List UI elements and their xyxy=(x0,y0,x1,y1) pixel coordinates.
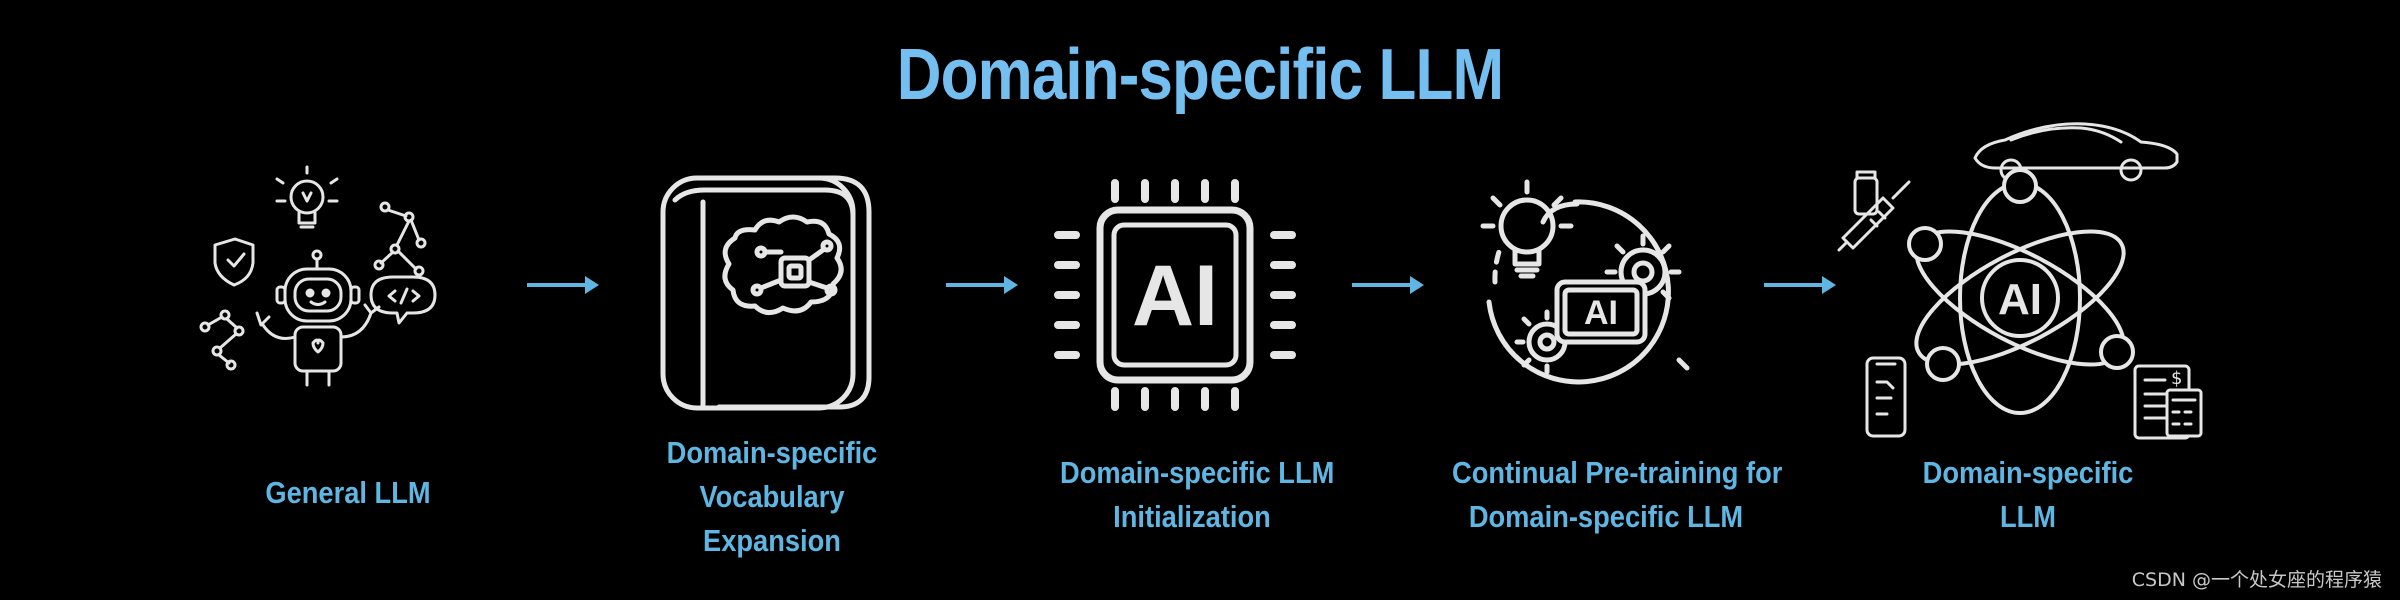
step-label-line: Initialization xyxy=(1060,495,1324,539)
flow-arrow-3 xyxy=(1350,273,1426,297)
step-label-domain-specific-llm: Domain-specific LLM xyxy=(1896,451,2160,539)
step-label-line: Vocabulary xyxy=(640,475,904,519)
flow-arrow-4 xyxy=(1762,273,1838,297)
step-label-continual-pretraining: Continual Pre-training for Domain-specif… xyxy=(1452,451,1760,539)
ai-gears-lightbulb-icon: AI xyxy=(1465,170,1715,415)
diagram-title: Domain-specific LLM xyxy=(168,34,2232,116)
step-label-line: Domain-specific xyxy=(1896,451,2160,495)
step-label-vocabulary-expansion: Domain-specific Vocabulary Expansion xyxy=(640,431,904,563)
gears-chip-label: AI xyxy=(1584,294,1618,332)
step-label-line: General LLM xyxy=(216,471,480,515)
step-label-line: Domain-specific LLM xyxy=(1452,495,1760,539)
chip-label: AI xyxy=(1132,248,1218,344)
step-label-line: Domain-specific LLM xyxy=(1060,451,1324,495)
flow-arrow-1 xyxy=(525,273,601,297)
svg-text:$: $ xyxy=(2171,368,2182,389)
step-label-line: Continual Pre-training for xyxy=(1452,451,1760,495)
ai-atom-domains-icon: AI $ xyxy=(1835,108,2235,448)
step-label-line: Domain-specific xyxy=(640,431,904,475)
step-label-general-llm: General LLM xyxy=(216,471,480,515)
step-label-line: Expansion xyxy=(640,519,904,563)
atom-chip-label: AI xyxy=(1998,275,2042,324)
ai-chip-icon: AI xyxy=(1050,175,1300,420)
step-label-line: LLM xyxy=(1896,495,2160,539)
book-brain-icon xyxy=(655,170,895,415)
flow-arrow-2 xyxy=(944,273,1020,297)
watermark: CSDN @一个处女座的程序猿 xyxy=(2132,565,2382,592)
robot-icon xyxy=(195,165,445,415)
step-label-llm-initialization: Domain-specific LLM Initialization xyxy=(1060,451,1324,539)
